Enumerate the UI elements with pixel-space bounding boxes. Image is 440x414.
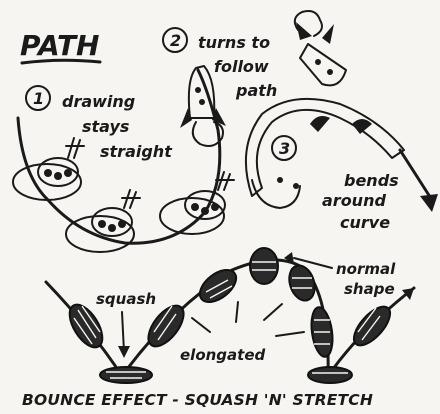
elongated-arrow-1 [192,318,210,332]
step-2-line-2: follow [214,57,269,76]
step-1-line-2: stays [82,117,129,136]
step-3-line-2: around [322,191,386,210]
elongated-arrow-2 [236,302,238,322]
ball-7 [348,301,396,351]
label-elongated: elongated [180,346,266,364]
saucer-1 [13,138,84,200]
elongated-arrow-3 [264,304,282,320]
rocket-right [295,11,346,85]
ball-squashed [100,367,152,383]
step-2-number: 2 [170,31,181,50]
ball-4 [250,248,278,284]
step-3-line-3: curve [340,213,390,232]
step-1-line-1: drawing [62,92,135,111]
elongated-arrow-4 [276,332,304,336]
step-1-line-3: straight [100,142,173,161]
step-2-line-3: path [235,81,277,100]
saucer-2 [66,190,140,252]
label-squash: squash [96,290,156,308]
title: PATH [20,29,99,62]
label-shape: shape [344,280,395,298]
ball-5 [285,262,319,304]
title-underline [22,60,100,63]
bounce-arrow-head [402,288,414,300]
step-3-line-1: bends [344,171,399,190]
step-2-line-1: turns to [198,33,270,52]
squash-arrow-head [118,346,130,358]
ball-squashed-2 [308,367,352,383]
step-1-number: 1 [33,89,44,108]
caption: BOUNCE EFFECT - SQUASH 'N' STRETCH [22,391,373,409]
label-normal: normal [336,260,396,278]
saucer-3 [160,172,234,234]
step-3-number: 3 [279,139,290,158]
ball-6 [309,306,336,358]
